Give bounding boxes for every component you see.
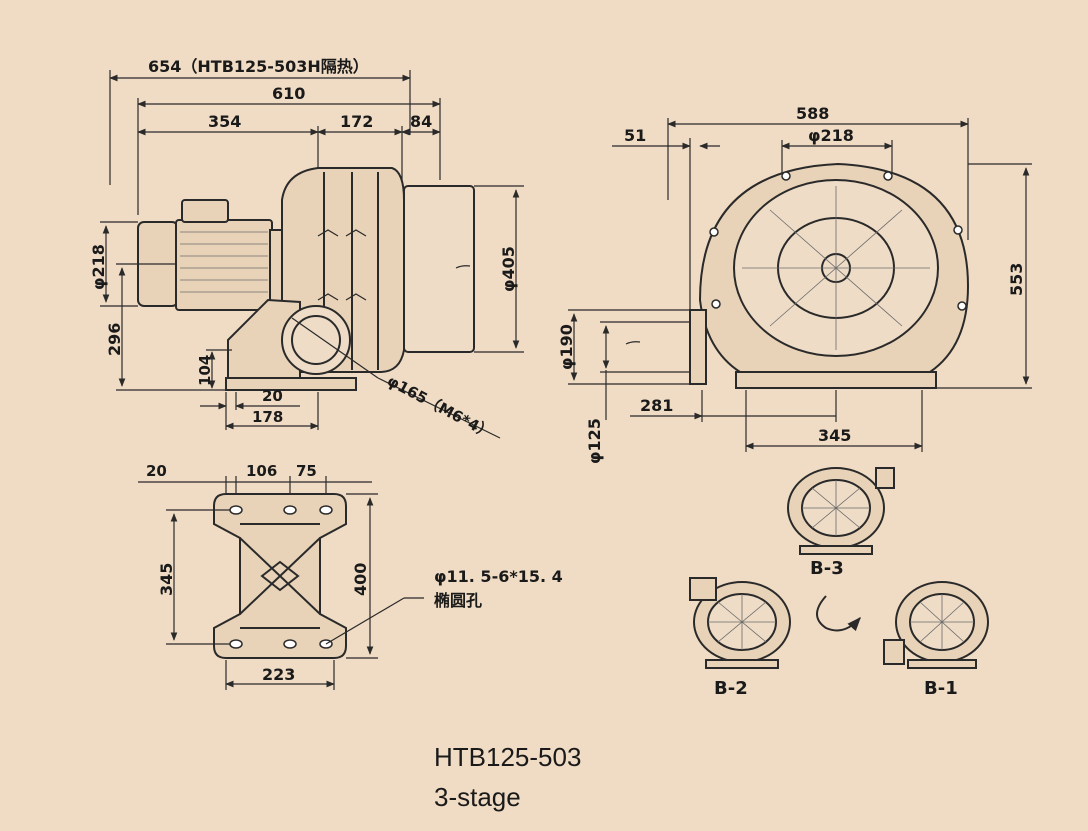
side-view: 654（HTB125-503H隔热） 610 354 172 84 (89, 57, 524, 442)
dim-total: 610 (272, 84, 305, 103)
dim-outlet-offset: 281 (640, 396, 673, 415)
model-name: HTB125-503 (434, 742, 581, 772)
dim-port-dia: φ218 (808, 126, 854, 145)
dim-base-length: 400 (351, 563, 370, 596)
dim-base-right: 75 (296, 462, 317, 480)
base-center-mark (260, 560, 300, 592)
dim-mid: 172 (340, 112, 373, 131)
front-outlet-flange (689, 309, 707, 385)
orientation-b2: B-2 (689, 577, 791, 699)
dim-base-width: 223 (262, 665, 295, 684)
orientation-label-b1: B-1 (924, 678, 958, 699)
dim-inlet: φ165（M6*4） (384, 372, 495, 443)
dim-foot-height: 104 (196, 355, 214, 386)
orientation-b3: B-3 (787, 467, 895, 579)
base-foot (225, 377, 357, 391)
dim-front-base: 345 (818, 426, 851, 445)
hole-spec: φ11. 5-6*15. 4 (434, 567, 563, 586)
stage-count: 3-stage (434, 782, 521, 812)
dim-base-left: 20 (146, 462, 167, 480)
dim-front-width: 588 (796, 104, 829, 123)
terminal-box (181, 199, 229, 223)
base-view: 20 106 75 345 400 223 φ11. 5-6*15. 4 椭圆孔 (138, 462, 563, 690)
dim-hole-span: 345 (157, 563, 176, 596)
dim-foot-offset: 20 (262, 387, 283, 405)
hole-name: 椭圆孔 (434, 591, 482, 610)
dim-front-height: 553 (1007, 263, 1026, 296)
dim-casing-dia: φ405 (499, 246, 518, 292)
rotation-arrow (816, 595, 861, 632)
dim-outlet-dia: φ190 (557, 324, 576, 370)
orientation-label-b2: B-2 (714, 678, 748, 699)
dim-motor-dia: φ218 (89, 244, 108, 290)
dim-flange-offset: 51 (624, 126, 646, 145)
dim-foot-width: 178 (252, 408, 283, 426)
dim-total-insulated: 654（HTB125-503H隔热） (148, 57, 369, 76)
front-view: 588 51 φ218 (557, 104, 1032, 464)
motor-flange (269, 229, 283, 303)
dim-motor: 354 (208, 112, 241, 131)
outlet-duct (403, 185, 475, 353)
dim-height: 296 (105, 323, 124, 356)
dim-base-mid: 106 (246, 462, 277, 480)
orientation-b1: B-1 (883, 581, 989, 699)
front-base (735, 371, 937, 389)
motor-body (175, 219, 273, 311)
dim-outlet-height: φ125 (585, 418, 604, 464)
dim-outlet: 84 (410, 112, 432, 131)
orientation-label-b3: B-3 (810, 558, 844, 579)
